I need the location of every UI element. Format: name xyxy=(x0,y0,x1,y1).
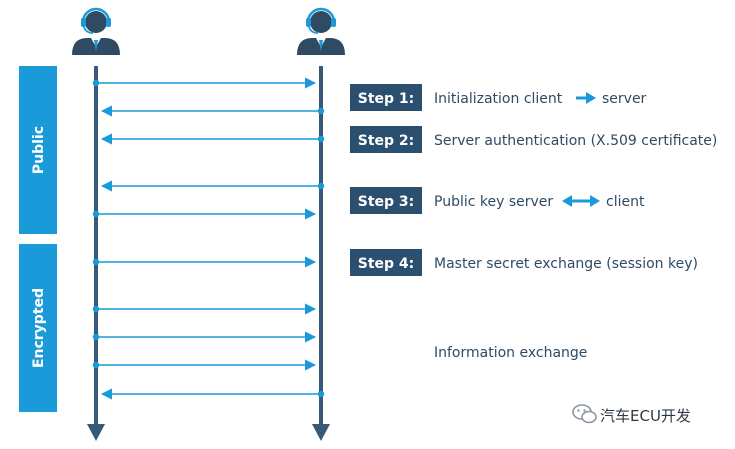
band-encrypted-rect xyxy=(19,244,57,412)
server-timeline-arrowhead xyxy=(312,424,330,441)
step-3: Step 3: Public key server client xyxy=(350,187,645,214)
right-arrow-icon xyxy=(576,92,596,104)
step-2-badge xyxy=(350,126,422,153)
client-timeline-arrowhead xyxy=(87,424,105,441)
client-timeline xyxy=(87,66,105,441)
band-encrypted: Encrypted xyxy=(19,244,57,412)
step-1-text-before: Initialization client xyxy=(434,91,563,107)
headset-person-icon xyxy=(297,7,345,55)
step-4-badge xyxy=(350,249,422,276)
message-arrow-left xyxy=(100,180,325,192)
band-public-rect xyxy=(19,66,57,234)
step-3-text-after: client xyxy=(606,194,645,210)
client-person xyxy=(72,7,120,55)
message-arrow-right xyxy=(92,77,317,89)
message-arrow-left xyxy=(100,133,325,145)
band-public: Public xyxy=(19,66,57,234)
message-arrow-left xyxy=(100,388,325,400)
message-arrow-right xyxy=(92,256,317,268)
step-3-badge-label: Step 3: xyxy=(358,194,415,210)
message-arrow-right xyxy=(92,303,317,315)
information-exchange-label: Information exchange xyxy=(434,345,587,361)
step-3-badge xyxy=(350,187,422,214)
server-timeline xyxy=(312,66,330,441)
band-encrypted-label: Encrypted xyxy=(31,288,47,368)
step-2: Step 2: Server authentication (X.509 cer… xyxy=(350,126,717,153)
step-4-badge-label: Step 4: xyxy=(358,256,415,272)
message-arrow-left xyxy=(100,105,325,117)
headset-person-icon xyxy=(72,7,120,55)
watermark: 汽车ECU开发 xyxy=(572,404,691,425)
step-2-badge-label: Step 2: xyxy=(358,133,415,149)
step-4: Step 4: Master secret exchange (session … xyxy=(350,249,698,276)
message-arrow-right xyxy=(92,208,317,220)
double-arrow-icon xyxy=(562,195,600,207)
server-person xyxy=(297,7,345,55)
message-arrow-right xyxy=(92,359,317,371)
wechat-icon xyxy=(572,404,597,424)
step-4-text: Master secret exchange (session key) xyxy=(434,256,698,272)
watermark-text: 汽车ECU开发 xyxy=(600,407,691,425)
message-arrow-right xyxy=(92,331,317,343)
message-arrows xyxy=(92,77,325,400)
band-public-label: Public xyxy=(31,126,47,174)
step-1-badge-label: Step 1: xyxy=(358,91,415,107)
step-1-text-after: server xyxy=(602,91,647,107)
step-3-text-before: Public key server xyxy=(434,194,553,210)
step-1-badge xyxy=(350,84,422,111)
step-2-text: Server authentication (X.509 certificate… xyxy=(434,133,717,149)
step-1: Step 1: Initialization client server xyxy=(350,84,647,111)
